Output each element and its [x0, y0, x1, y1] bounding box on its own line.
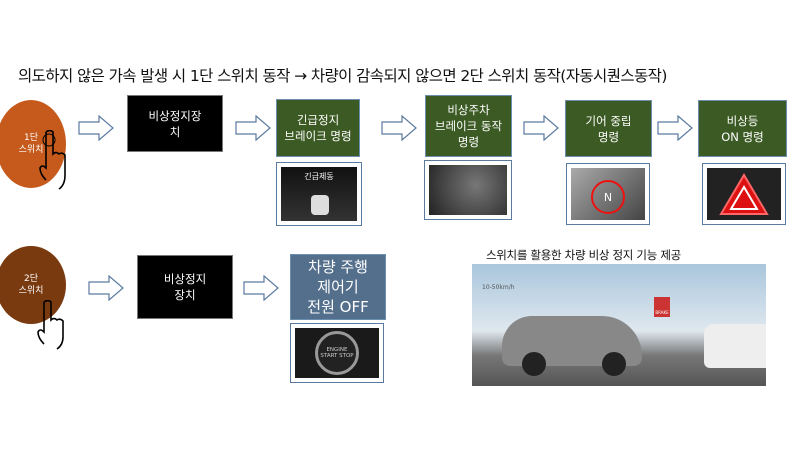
gear-n-highlight: N — [591, 180, 625, 214]
photo-emergency-braking: 긴급제동 — [276, 162, 362, 226]
engine-start-button-icon: ENGINE START STOP — [315, 331, 359, 375]
obstacle-car-icon — [704, 324, 766, 368]
step-emergency-brake: 긴급정지 브레이크 명령 — [276, 99, 360, 157]
photo-gear-shifter: N — [566, 163, 650, 225]
switch-stage1: 1단 스위치 — [0, 100, 66, 188]
arrow-right-icon — [88, 275, 124, 301]
switch-stage1-label: 1단 스위치 — [18, 133, 44, 155]
arrow-right-icon — [78, 115, 114, 141]
hazard-triangle-icon — [719, 173, 769, 215]
brake-warning-sign: BRAKE — [654, 297, 670, 317]
arrow-right-icon — [381, 115, 417, 141]
gear-n-text: N — [603, 190, 613, 204]
diagram-title: 의도하지 않은 가속 발생 시 1단 스위치 동작 → 차량이 감속되지 않으면… — [18, 67, 667, 85]
arrow-right-icon — [235, 115, 271, 141]
emergency-stop-illustration: 10-50km/h BRAKE — [472, 264, 766, 386]
switch-stage2-label: 2단 스위치 — [18, 274, 44, 296]
photo-engine-start-button: ENGINE START STOP — [290, 323, 384, 383]
emergency-stop-device-2: 비상정지 장치 — [137, 255, 233, 319]
step-gear-neutral: 기어 중립 명령 — [565, 100, 652, 157]
arrow-right-icon — [243, 275, 279, 301]
step-parking-brake: 비상주차 브레이크 동작 명령 — [425, 95, 512, 157]
photo-parking-brake-switch — [424, 160, 512, 220]
switch-stage2: 2단 스위치 — [0, 246, 66, 324]
emergency-stop-device-1: 비상정지장 치 — [127, 95, 223, 152]
illustration-caption: 스위치를 활용한 차량 비상 정지 기능 제공 — [486, 248, 681, 262]
step-vehicle-controller-power-off: 차량 주행 제어기 전원 OFF — [290, 254, 386, 320]
arrow-right-icon — [523, 115, 559, 141]
car-icon — [311, 195, 329, 215]
hand-pointer-icon — [37, 300, 64, 350]
arrow-right-icon — [657, 115, 693, 141]
step-hazard-lights: 비상등 ON 명령 — [698, 100, 787, 157]
photo-hazard-button — [702, 163, 786, 225]
hand-pointer-icon — [39, 130, 66, 190]
wheel-icon — [522, 352, 546, 376]
photo-emergency-braking-text: 긴급제동 — [304, 172, 334, 181]
wheel-icon — [602, 352, 626, 376]
brake-warning-text: BRAKE — [655, 310, 669, 315]
speed-label: 10-50km/h — [482, 284, 515, 291]
engine-start-text: ENGINE START STOP — [320, 347, 354, 359]
